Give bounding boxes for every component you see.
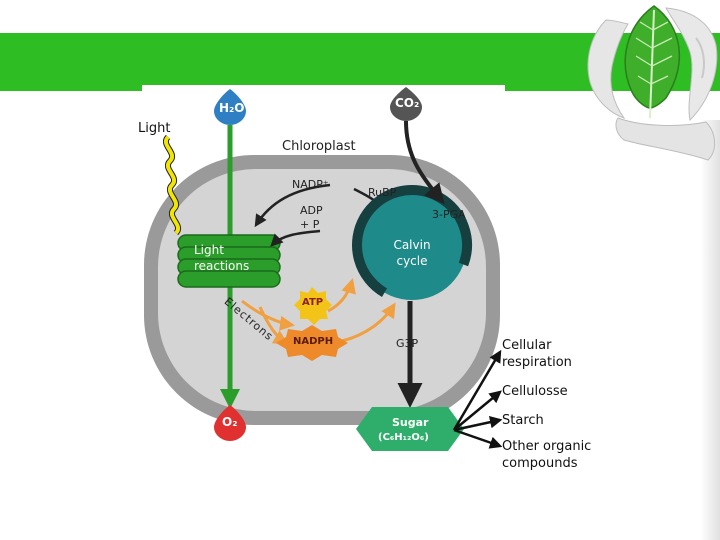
- o2-drop-icon: [214, 405, 246, 441]
- nadp-plus-label: NADP⁺: [292, 178, 329, 191]
- output-starch: Starch: [502, 413, 544, 428]
- arrow-to-other-compounds: [453, 428, 503, 449]
- atp-label: ATP: [302, 297, 324, 308]
- co2-label: CO₂: [395, 96, 420, 110]
- sugar-formula-label: (C₆H₁₂O₆): [378, 432, 429, 443]
- plus-p-label: + P: [300, 218, 320, 231]
- light-label: Light: [138, 121, 171, 136]
- atp-to-cycle-arrow: [327, 278, 356, 313]
- electrons-to-atp-arrow: [241, 299, 295, 331]
- right-edge-shadow: [700, 120, 720, 540]
- nadph-burst: [276, 325, 348, 361]
- atp-burst: [294, 287, 332, 325]
- co2-drop-icon: [390, 87, 422, 121]
- nadph-to-cycle-arrow: [341, 302, 396, 343]
- adp-label: ADP: [300, 204, 323, 217]
- o2-label: O₂: [222, 415, 238, 429]
- g3p-label: G3P: [396, 337, 419, 350]
- sugar-label: Sugar: [392, 416, 429, 429]
- arrow-to-starch: [453, 416, 503, 432]
- h2o-label: H₂O: [219, 101, 245, 115]
- nadph-label: NADPH: [293, 336, 334, 347]
- hands-holding-leaf-icon: [587, 5, 718, 161]
- co2-arrow: [404, 120, 445, 205]
- sugar-output-arrows: [452, 350, 503, 449]
- output-other-organic-compounds: Other organic compounds: [502, 439, 592, 471]
- output-cellular-respiration: Cellular respiration: [502, 338, 572, 370]
- sugar-box: [356, 407, 464, 451]
- light-reactions-label: Light reactions: [194, 243, 250, 273]
- arrow-to-cellular-respiration: [452, 350, 502, 431]
- thylakoid-stack: [177, 234, 281, 288]
- output-cellulose: Cellulosse: [502, 384, 568, 399]
- h2o-drop-icon: [214, 89, 246, 125]
- rubp-label: RuBP: [368, 186, 397, 199]
- arrow-to-cellulose: [453, 390, 502, 431]
- photosynthesis-diagram-panel: H₂O CO₂ Light Chloroplast NADP⁺ RuBP ADP…: [138, 85, 505, 471]
- leaf-icon: [624, 5, 680, 119]
- light-wave: [164, 135, 180, 235]
- calvin-cycle-label: Calvin cycle: [393, 238, 431, 268]
- pga-label: 3-PGA: [432, 208, 466, 221]
- chloroplast-label: Chloroplast: [282, 139, 356, 154]
- nadp-arrow: [254, 183, 331, 228]
- adp-arrow: [270, 229, 321, 247]
- photosynthesis-diagram: [144, 87, 500, 451]
